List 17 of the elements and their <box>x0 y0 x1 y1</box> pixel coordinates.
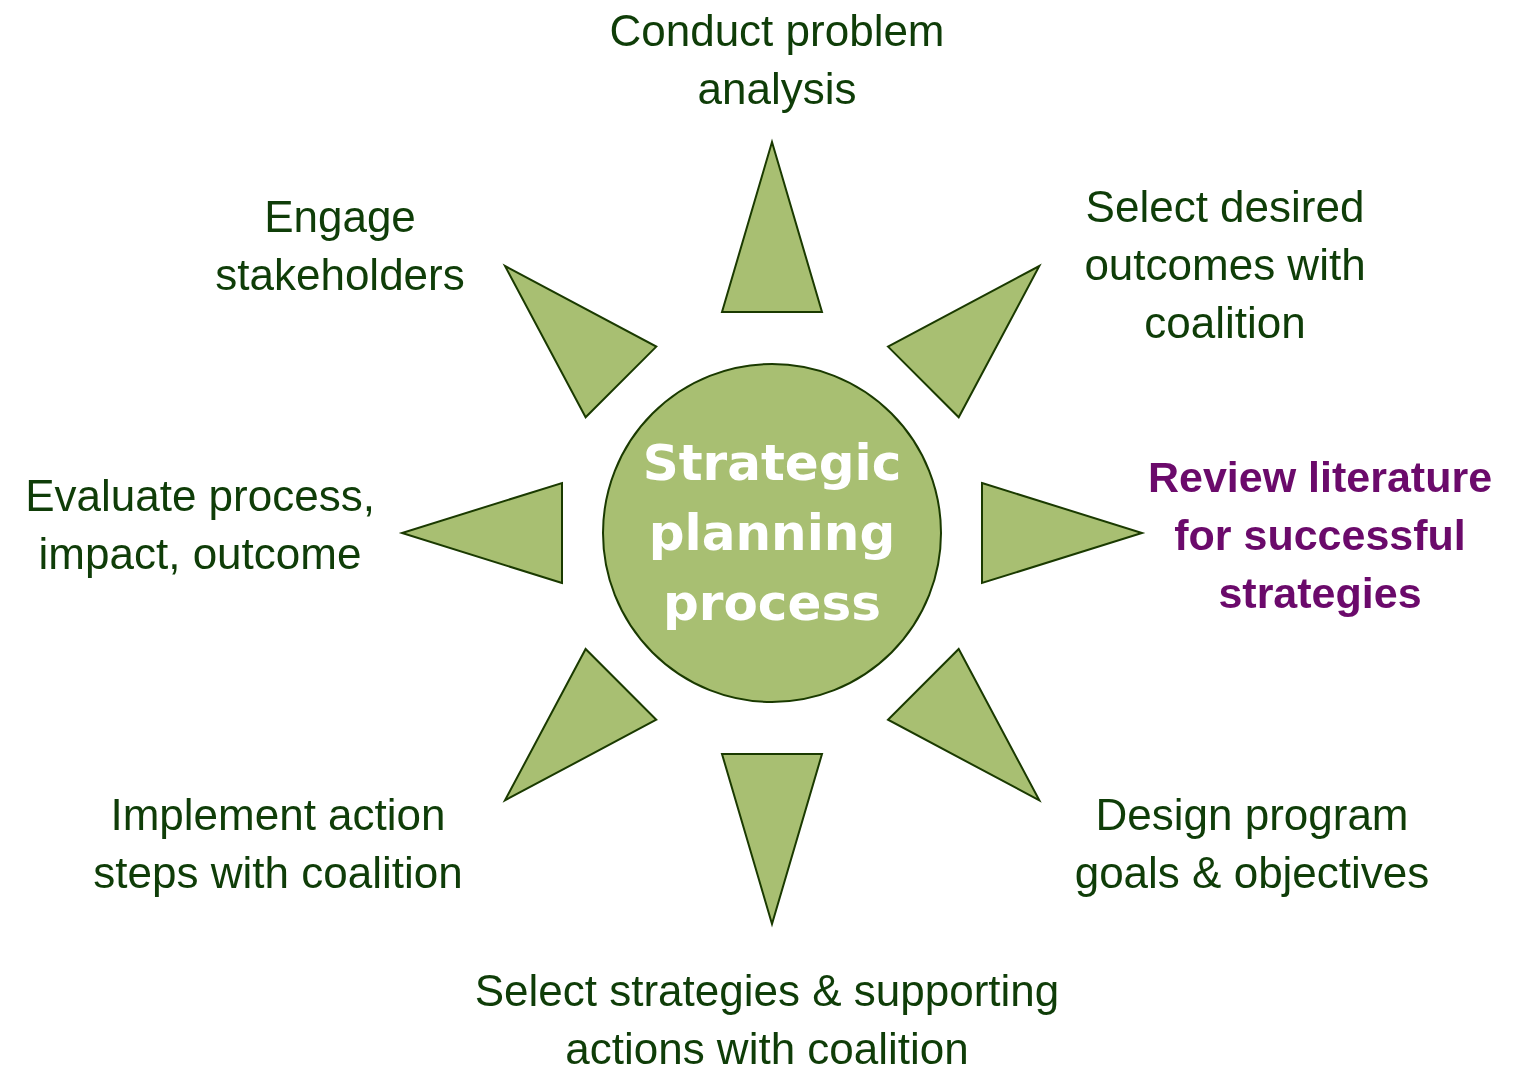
circle-title: Strategic planning process <box>641 433 903 634</box>
step-label: Conduct problem analysis <box>582 2 972 118</box>
step-label: Select desired outcomes with coalition <box>1060 178 1390 352</box>
step-label: Select strategies & supporting actions with coalition <box>437 962 1097 1070</box>
triangle <box>720 753 824 928</box>
triangle <box>502 647 658 803</box>
triangle <box>886 263 1042 419</box>
step-label: Review literature for successful strategies <box>1120 448 1520 622</box>
triangle <box>886 647 1042 803</box>
step-label: Implement action steps with coalition <box>68 786 488 902</box>
step-label: Evaluate process, impact, outcome <box>4 467 396 583</box>
step-label: Design program goals & objectives <box>1047 786 1457 902</box>
triangle <box>502 263 658 419</box>
triangle <box>720 138 824 313</box>
triangle <box>398 481 563 585</box>
triangle <box>981 481 1146 585</box>
step-label: Engage stakeholders <box>195 188 485 304</box>
